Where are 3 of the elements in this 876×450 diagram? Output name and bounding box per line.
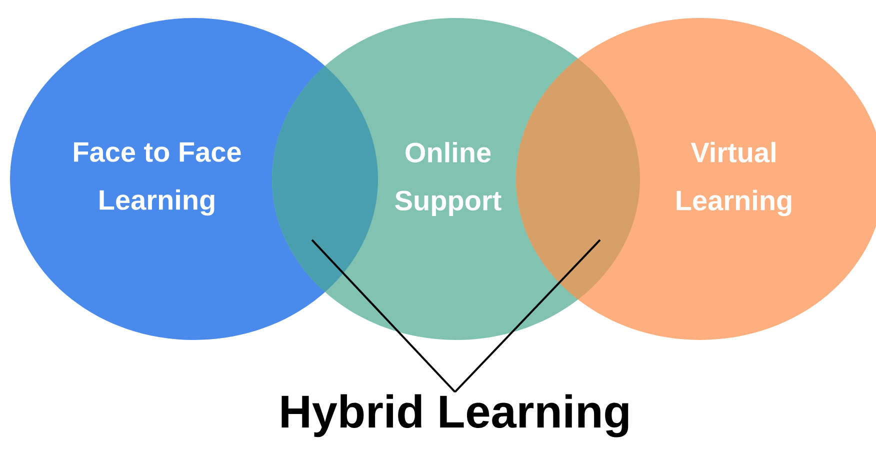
- leader-line: [311, 239, 456, 393]
- diagram-title: Hybrid Learning: [282, 394, 628, 438]
- leader-line: [454, 239, 601, 393]
